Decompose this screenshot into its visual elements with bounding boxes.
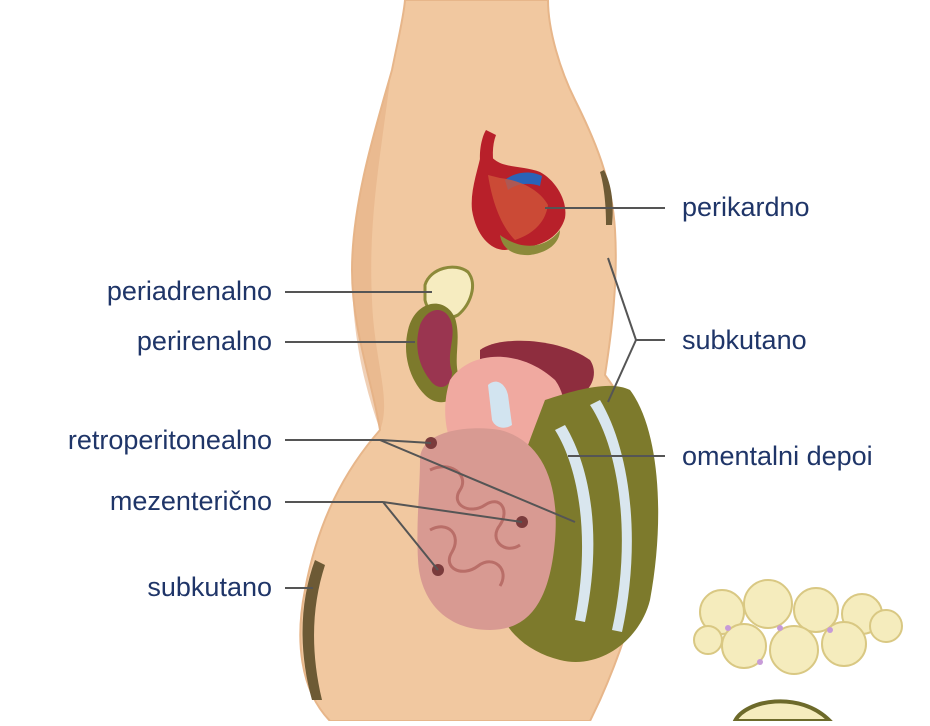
label-omental: omentalni depoi	[682, 440, 873, 472]
label-subcutaneous-left: subkutano	[0, 571, 272, 603]
label-perirenal: perirenalno	[0, 325, 272, 357]
intestines	[417, 428, 555, 630]
adipocyte-single	[735, 701, 830, 721]
label-mesenteric: mezenterično	[0, 485, 272, 517]
label-periadrenal: periadrenalno	[0, 275, 272, 307]
label-subcutaneous-right: subkutano	[682, 324, 807, 356]
label-retroperitoneal: retroperitonealno	[0, 424, 272, 456]
label-pericardial: perikardno	[682, 191, 810, 223]
